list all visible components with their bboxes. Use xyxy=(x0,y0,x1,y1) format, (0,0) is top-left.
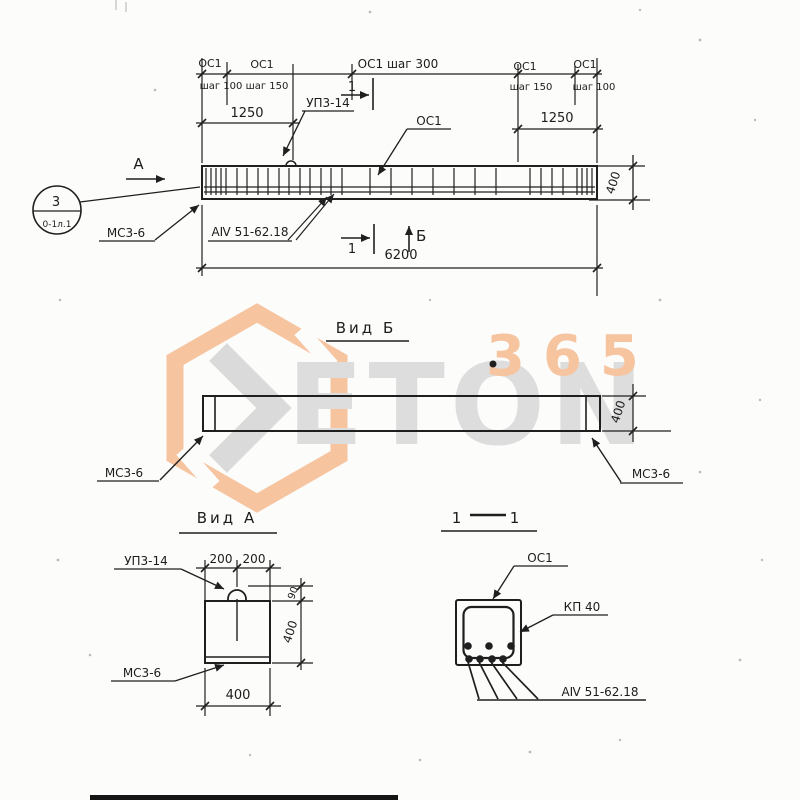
zone4-label: ОС1 xyxy=(513,60,536,73)
section-concrete-outline xyxy=(455,599,522,666)
svg-text:1: 1 xyxy=(348,80,356,95)
view-b-arrow: Б xyxy=(405,226,429,252)
view-a-arrow: А xyxy=(126,155,165,183)
beam-longitudinal-bars xyxy=(204,186,595,193)
dim-beam-height: 400 xyxy=(603,170,623,196)
view-a-upz-label: УП3-14 xyxy=(124,554,168,568)
section-os1-label: ОС1 xyxy=(527,551,552,565)
view-b-ms3-left-leader xyxy=(159,435,204,481)
bubble-number: 3 xyxy=(52,195,60,210)
zone4-step: шаг 150 xyxy=(510,82,553,93)
zone3-label: ОС1 шаг 300 xyxy=(358,57,439,71)
view-b: Вид Б 400 МС3-6 МС3-6 xyxy=(97,319,683,484)
view-a-dim-200-left: 200 xyxy=(210,552,233,566)
scan-artifact-bar xyxy=(90,795,398,800)
beam-outline xyxy=(201,165,598,200)
section-title-right: 1 xyxy=(510,509,523,527)
view-b-beam-outline xyxy=(202,395,601,432)
view-a-dim-width: 400 xyxy=(226,688,251,703)
view-b-dim-height: 400 xyxy=(608,399,628,425)
view-b-ms3-left-label: МС3-6 xyxy=(105,466,143,480)
zone2-step: шаг 150 xyxy=(246,81,289,92)
section-os1-leader xyxy=(492,565,515,600)
detail-bubble: 3 0-1л.1 xyxy=(32,185,201,235)
svg-text:А: А xyxy=(133,155,146,173)
section-rebar-dots xyxy=(464,642,515,663)
section-rebar-leaders xyxy=(467,661,646,701)
section-1-1: 1 1 АⅣ 51-62.18 ОС1 КП 40 xyxy=(441,509,646,701)
watermark-hexagon-logo xyxy=(166,303,348,513)
view-b-title: Вид Б xyxy=(336,319,396,337)
view-a-dim-90: 90 xyxy=(286,585,301,601)
ink-dot xyxy=(489,360,497,368)
rebar-leader-2 xyxy=(295,193,335,241)
watermark-brand-text: ETON xyxy=(287,341,649,471)
os1-callout-label: ОС1 xyxy=(416,114,441,128)
elevation-dim-ticks xyxy=(197,69,638,273)
ms3-callout-label: МС3-6 xyxy=(107,226,145,240)
beam-stirrups xyxy=(205,168,593,195)
upz-callout-leader xyxy=(282,110,306,157)
rebar-leader-1 xyxy=(287,196,328,241)
elevation-extension-lines xyxy=(201,58,650,296)
view-a-title: Вид А xyxy=(197,509,257,527)
svg-text:1: 1 xyxy=(348,242,356,257)
svg-text:Б: Б xyxy=(416,227,429,245)
bubble-leader xyxy=(79,186,201,203)
zone2-label: ОС1 xyxy=(250,58,273,71)
view-b-ms3-right-leader xyxy=(591,437,622,483)
watermark: ETON 365 xyxy=(166,303,657,513)
ms3-callout-leader xyxy=(154,204,200,241)
view-a: Вид А 200 200 90 400 400 УП3-14 МС3-6 xyxy=(111,509,313,716)
section-marker-top: 1 xyxy=(341,78,374,110)
view-b-end-plates xyxy=(214,396,587,431)
upz-callout-label: УП3-14 xyxy=(306,96,350,110)
dim-1250-left: 1250 xyxy=(230,106,263,121)
view-a-ms3-leader xyxy=(174,663,225,682)
scan-noise xyxy=(56,0,764,762)
zone5-label: ОС1 xyxy=(573,58,596,71)
section-kp-leader xyxy=(519,614,554,633)
dim-total-length: 6200 xyxy=(384,248,417,263)
view-a-ms3-label: МС3-6 xyxy=(123,666,161,680)
os1-callout-leader xyxy=(377,128,408,176)
bubble-reference: 0-1л.1 xyxy=(42,220,71,230)
view-a-dim-200-right: 200 xyxy=(243,552,266,566)
view-a-lifting-loop xyxy=(227,589,247,601)
view-a-upz-leader xyxy=(180,568,225,590)
zone1-step: шаг 100 xyxy=(200,81,243,92)
dim-1250-right: 1250 xyxy=(540,111,573,126)
watermark-number-text: 365 xyxy=(486,324,657,389)
view-b-dimension-400 xyxy=(602,384,671,442)
section-stirrup xyxy=(462,605,515,660)
view-a-dim-height: 400 xyxy=(280,619,300,645)
view-b-ms3-right-label: МС3-6 xyxy=(632,467,670,481)
elevation-dimension-lines xyxy=(196,73,634,269)
elevation-view: ОС1 шаг 100 ОС1 шаг 150 ОС1 шаг 300 ОС1 … xyxy=(32,57,650,296)
section-marker-bottom: 1 xyxy=(341,224,375,257)
section-title-left: 1 xyxy=(452,509,465,527)
lifting-loop-top xyxy=(285,160,297,167)
section-kp-label: КП 40 xyxy=(564,600,601,614)
zone1-label: ОС1 xyxy=(198,57,221,70)
rebar-callout-label: АⅣ 51-62.18 xyxy=(211,225,288,239)
section-rebar-label: АⅣ 51-62.18 xyxy=(561,685,638,699)
zone5-step: шаг 100 xyxy=(573,82,616,93)
